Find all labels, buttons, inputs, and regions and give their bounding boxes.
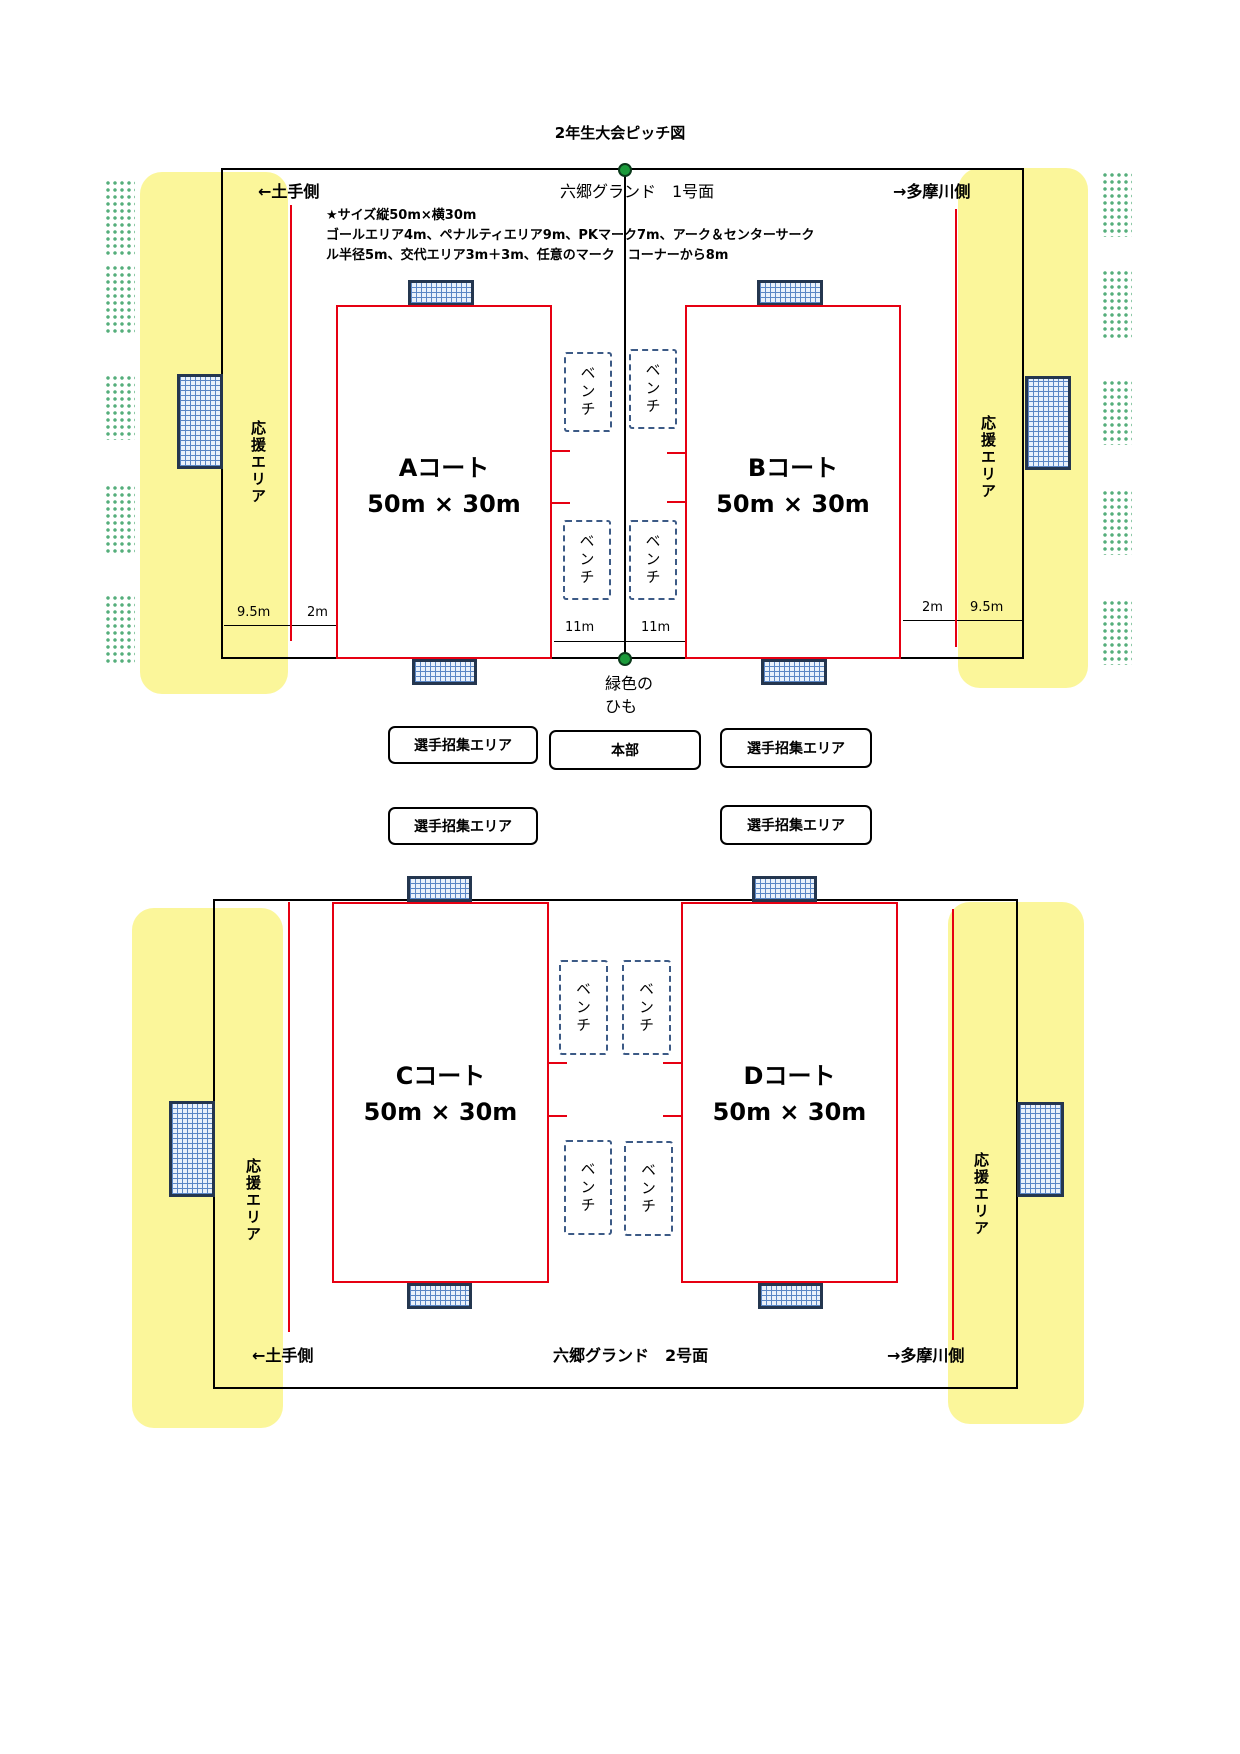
sub-mark [549,1115,567,1117]
dim-label-2m-left: 2m [307,605,328,620]
tree-icon [1102,490,1132,555]
bench: ベンチ [563,520,611,600]
side-goal-right [1025,376,1071,470]
court-c-label: Cコート 50m × 30m [332,1058,549,1130]
green-string-line [624,170,626,660]
court-d-goal-bottom [758,1283,823,1309]
court-size: 50m × 30m [716,490,870,518]
court-name: Bコート [747,454,839,482]
bench: ベンチ [564,352,612,432]
bench: ベンチ [622,960,671,1055]
support-area-label-right: 応援エリア [972,1152,990,1237]
side-line-left [290,205,292,641]
side-goal-right [1017,1102,1064,1197]
field-name: 六郷グランド 2号面 [553,1346,709,1365]
court-name: Dコート [743,1062,836,1090]
player-call-area-box: 選手招集エリア [720,728,872,768]
tree-icon [105,265,135,335]
court-c-goal-bottom [407,1283,472,1309]
tree-icon [1102,172,1132,237]
court-size: 50m × 30m [712,1098,867,1126]
green-string-text: ひも [605,697,638,716]
green-string-marker-top [618,163,632,177]
side-line-right [952,909,954,1340]
sub-mark [667,452,685,454]
side-line-left [288,902,290,1332]
court-size: 50m × 30m [363,1098,518,1126]
dote-side-label: ←土手側 [252,1346,314,1365]
dim-line-9-5m-left [224,625,290,626]
note-line: ル半径5m、交代エリア3m＋3m、任意のマーク コーナーから8m [326,248,729,263]
size-notes: ★サイズ縦50m×横30m ゴールエリア4m、ペナルティエリア9m、PKマーク7… [326,206,815,266]
court-a [336,305,552,659]
page-title: 2年生大会ピッチ図 [554,124,686,142]
sub-mark [667,501,685,503]
dim-label-11m-right: 11m [641,620,671,635]
tree-icon [1102,380,1132,445]
court-name: Cコート [395,1062,486,1090]
bench: ベンチ [624,1141,673,1236]
note-line: ★サイズ縦50m×横30m [326,208,477,223]
court-b-goal-top [757,280,823,306]
court-a-label: Aコート 50m × 30m [336,450,552,522]
court-b [685,305,901,659]
tree-icon [1102,270,1132,340]
tamagawa-side-label: →多摩川側 [893,182,971,201]
dim-line-2m-right [903,620,955,621]
side-goal-left [177,374,223,469]
green-string-marker-bottom [618,652,632,666]
sub-mark [552,502,570,504]
bench: ベンチ [564,1140,612,1235]
player-call-area-box: 選手招集エリア [720,805,872,845]
dim-line-2m-left [292,625,336,626]
sub-mark [552,450,570,452]
tree-icon [105,485,135,555]
dim-line-11m-right [626,641,685,642]
court-a-goal-top [408,280,474,306]
dim-line-9-5m-right [957,620,1023,621]
bench: ベンチ [559,960,608,1055]
court-name: Aコート [398,454,490,482]
court-b-label: Bコート 50m × 30m [685,450,901,522]
field-name: 六郷グランド 1号面 [560,182,715,201]
dim-line-11m-left [554,641,624,642]
green-string-text: 緑色の [605,674,654,693]
bench: ベンチ [629,520,677,600]
dim-label-2m-right: 2m [922,600,943,615]
bench: ベンチ [629,349,677,429]
court-c [332,902,549,1283]
court-d-goal-top [752,876,817,902]
note-line: ゴールエリア4m、ペナルティエリア9m、PKマーク7m、アーク＆センターサーク [326,228,815,243]
court-size: 50m × 30m [367,490,521,518]
green-string-label: 緑色の ひも [605,672,653,718]
tree-icon [105,180,135,255]
tree-icon [1102,600,1132,665]
court-a-goal-bottom [412,659,477,685]
support-area-label-right: 応援エリア [979,415,997,500]
court-b-goal-bottom [761,659,827,685]
sub-mark [549,1062,567,1064]
tree-icon [105,375,135,440]
support-area-label-left: 応援エリア [249,420,267,505]
tamagawa-side-label: →多摩川側 [887,1346,965,1365]
dim-label-9-5m-left: 9.5m [237,605,271,620]
sub-mark [663,1062,681,1064]
dim-label-11m-left: 11m [565,620,595,635]
tree-icon [105,595,135,665]
court-d [681,902,898,1283]
court-d-label: Dコート 50m × 30m [681,1058,898,1130]
player-call-area-box: 選手招集エリア [388,807,538,845]
headquarters-box: 本部 [549,730,701,770]
player-call-area-box: 選手招集エリア [388,726,538,764]
sub-mark [663,1115,681,1117]
side-line-right [955,209,957,647]
dote-side-label: ←土手側 [258,182,320,201]
side-goal-left [169,1101,215,1197]
support-area-label-left: 応援エリア [244,1158,262,1243]
dim-label-9-5m-right: 9.5m [970,600,1004,615]
court-c-goal-top [407,876,472,902]
